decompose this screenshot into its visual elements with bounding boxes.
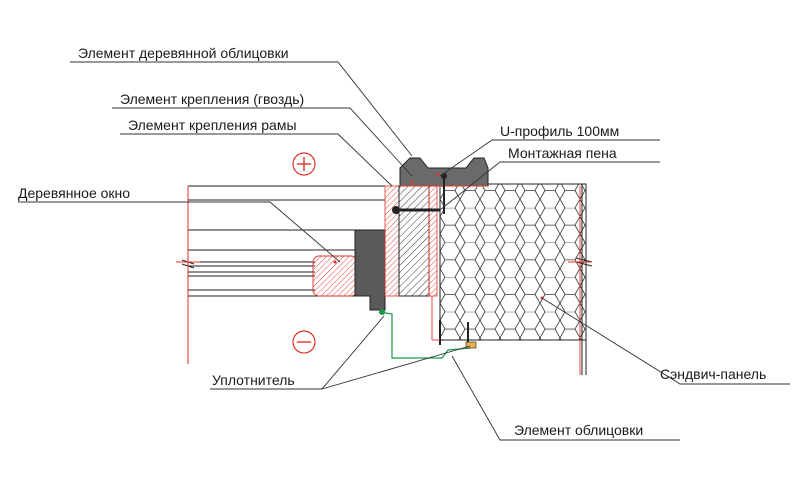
window-frame-profile [354, 229, 386, 311]
fasteners [392, 173, 469, 345]
label-frame-fastener: Элемент крепления рамы [128, 117, 297, 133]
minus-circle-icon [292, 330, 316, 354]
frame-hatch-block [384, 185, 400, 297]
label-sealant: Уплотнитель [212, 372, 295, 388]
label-cladding: Элемент облицовки [514, 422, 643, 438]
sandwich-panel [437, 183, 593, 375]
plus-circle-icon [292, 152, 316, 176]
label-u-profile: U-профиль 100мм [500, 123, 619, 139]
label-sandwich-panel: Сэндвич-панель [660, 366, 766, 382]
label-nail: Элемент крепления (гвоздь) [120, 91, 304, 107]
label-wood-cladding: Элемент деревянной облицовки [78, 45, 289, 61]
label-wood-window: Деревянное окно [18, 185, 130, 201]
reference-lines [176, 173, 592, 375]
frame-wood-block [398, 185, 430, 297]
foam-strip [428, 185, 438, 297]
leader-lines [18, 61, 790, 441]
label-foam: Монтажная пена [508, 145, 617, 161]
